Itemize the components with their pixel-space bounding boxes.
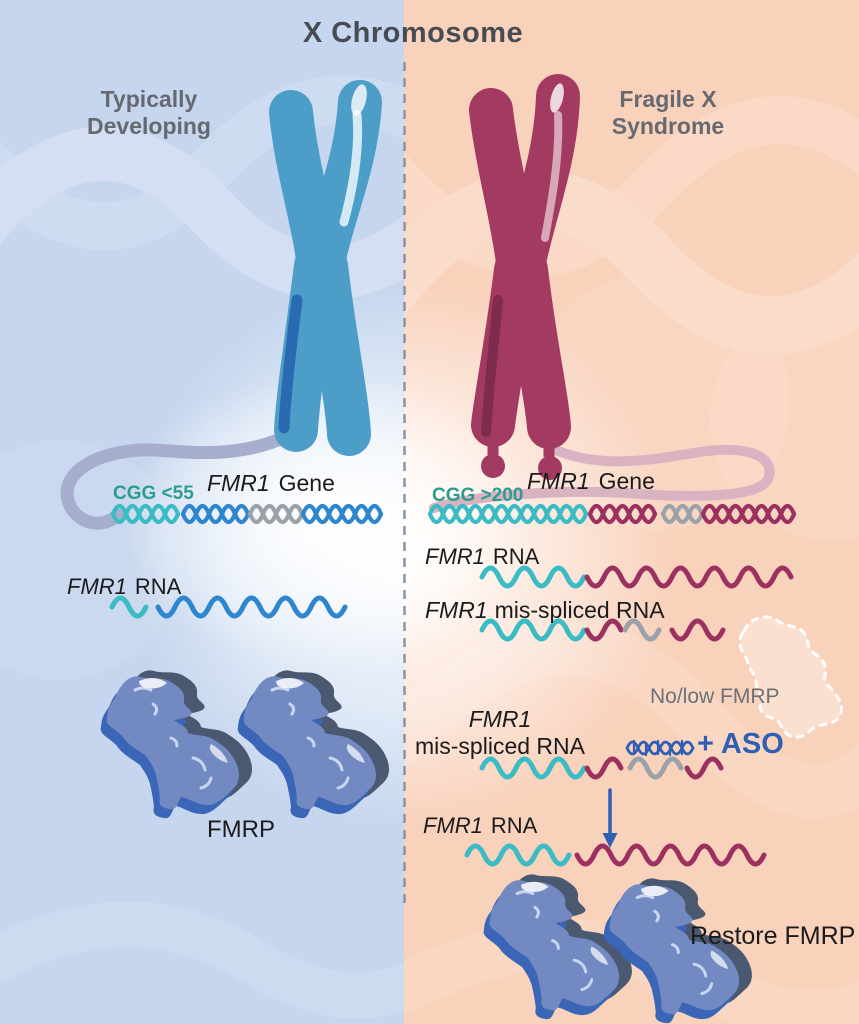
treatment-arrow-down <box>602 788 618 848</box>
left-gene-word: Gene <box>278 470 335 496</box>
aso-target-rna-wave <box>479 756 724 780</box>
right-rna-word: RNA <box>492 544 540 569</box>
plus-aso-label: + ASO <box>697 728 784 760</box>
right-fmr1-gene-label: FMR1 Gene <box>527 468 655 495</box>
no-low-fmrp-label: No/low FMRP <box>650 685 780 708</box>
diagram-title: X Chromosome <box>302 17 524 49</box>
restored-rna-word: RNA <box>490 813 538 838</box>
typical-fmr1-rna-wave <box>109 595 348 619</box>
restored-fmr1-rna-label: FMR1 RNA <box>423 813 537 839</box>
fragile-site-knob <box>481 454 505 478</box>
restored-fmr1-italic: FMR1 <box>423 813 483 838</box>
fmrp-protein-right-1 <box>484 874 632 1019</box>
typical-x-chromosome <box>269 80 382 456</box>
aso-mis-spliced-word: mis-spliced RNA <box>415 733 585 760</box>
left-cgg-count-label: CGG <55 <box>113 483 194 504</box>
fragile-x-syndrome-label: Fragile X Syndrome <box>611 86 725 140</box>
left-fmr1-gene-label: FMR1 Gene <box>207 470 335 497</box>
aso-fmr1-italic: FMR1 <box>468 706 532 732</box>
aso-target-label: FMR1 mis-spliced RNA <box>415 706 585 760</box>
fragile-mis-spliced-rna-wave <box>479 618 726 642</box>
right-fmr1-rna-italic: FMR1 <box>425 544 485 569</box>
aso-oligo-icon <box>625 739 695 757</box>
fragile-fmr1-gene-helix <box>427 503 797 525</box>
right-gene-word: Gene <box>598 468 655 494</box>
left-chromatin-curl <box>60 421 309 530</box>
absent-fmrp-ghost-outline <box>738 615 843 739</box>
fragile-site-knob <box>538 456 562 480</box>
restore-fmrp-label: Restore FMRP <box>690 922 856 950</box>
restored-fmr1-rna-wave <box>464 843 767 867</box>
right-fmr1-gene-italic: FMR1 <box>527 468 590 494</box>
fragile-fmr1-rna-wave <box>479 565 794 589</box>
left-fmr1-rna-label: FMR1 RNA <box>67 574 181 600</box>
typical-fmr1-gene-helix <box>110 503 384 525</box>
fragile-x-chromosome <box>469 74 580 480</box>
right-cgg-count-label: CGG >200 <box>432 485 524 506</box>
typically-developing-label: Typically Developing <box>87 86 211 140</box>
right-fmr1-rna-label: FMR1 RNA <box>425 544 539 570</box>
mis-spliced-word: mis-spliced RNA <box>494 597 665 623</box>
right-chromatin-curl <box>429 442 775 513</box>
fmrp-label: FMRP <box>207 816 275 843</box>
mis-spliced-fmr1-italic: FMR1 <box>425 597 488 623</box>
left-fmr1-rna-italic: FMR1 <box>67 574 127 599</box>
left-rna-word: RNA <box>134 574 182 599</box>
left-fmr1-gene-italic: FMR1 <box>207 470 270 496</box>
